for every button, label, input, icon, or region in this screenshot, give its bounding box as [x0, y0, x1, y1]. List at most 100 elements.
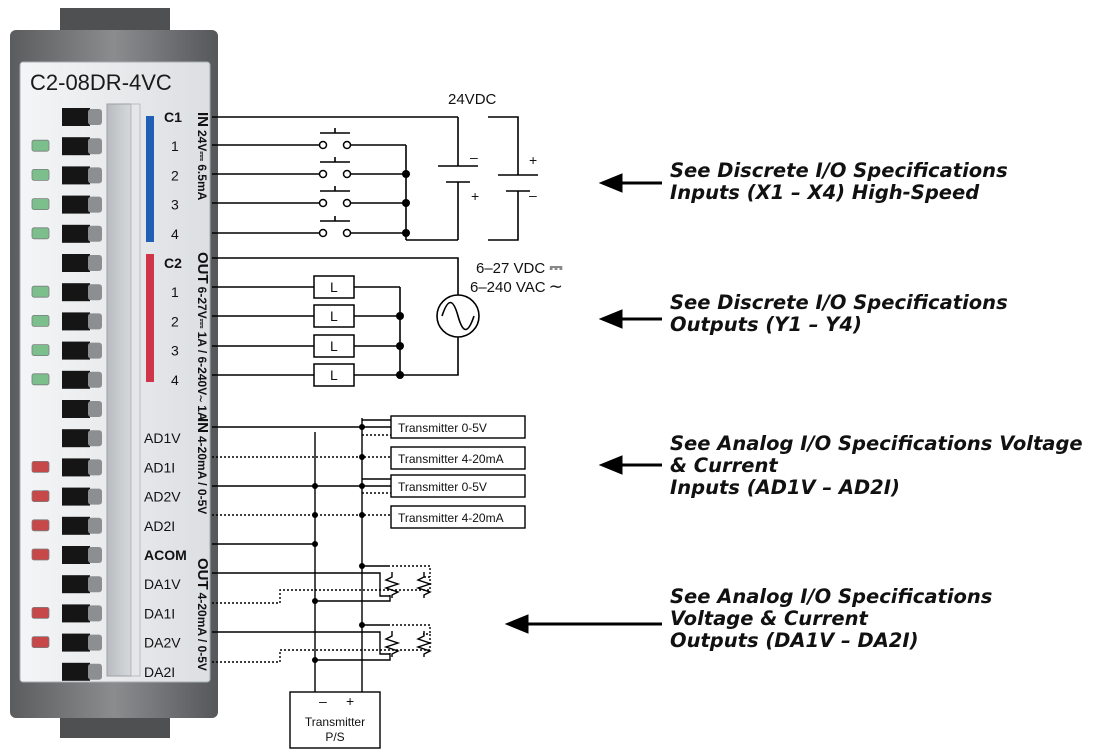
transmitter-label-2: Transmitter 4-20mA — [398, 452, 504, 466]
terminal-label: 3 — [171, 197, 179, 213]
terminal-screw — [62, 458, 102, 477]
terminal-screw — [62, 546, 102, 564]
ps-plus: + — [346, 693, 354, 709]
output-rating-label: OUT6-27V⎓ 1A / 6-240V∼ 1A — [194, 252, 211, 421]
terminal-screw — [62, 195, 102, 214]
terminal-screw — [62, 283, 102, 302]
terminal-screw — [62, 108, 102, 126]
input-color-bar — [146, 116, 154, 242]
terminal-screw — [62, 254, 102, 272]
din-clip-top — [60, 8, 170, 34]
analog-output-rating-label: OUT4-20mA / 0-5V — [194, 558, 211, 671]
terminal-block — [62, 108, 102, 681]
terminal-cover — [106, 103, 132, 677]
status-led — [31, 285, 50, 298]
terminal-screw — [62, 341, 102, 360]
ac-source-symbol — [436, 294, 480, 338]
terminal-label: 2 — [171, 167, 179, 183]
terminal-label: AD2V — [144, 489, 181, 505]
load-label-3: L — [330, 338, 338, 354]
status-led — [31, 168, 50, 181]
terminal-label: DA2V — [144, 635, 181, 651]
output-supply-ac: 6–240 VAC∼ — [470, 277, 563, 296]
input-supply-label: 24VDC — [448, 91, 497, 108]
discrete-output-wiring — [212, 257, 459, 376]
input-junction-dots — [402, 170, 410, 237]
terminal-label: AD1V — [144, 430, 181, 446]
analog-input-rating-label: IN4-20mA / 0-5V — [194, 418, 211, 514]
analog-input-wiring — [212, 419, 391, 545]
transmitter-label-4: Transmitter 4-20mA — [398, 511, 504, 525]
terminal-label: DA1I — [144, 605, 175, 621]
load-boxes — [313, 275, 355, 387]
analog-output-wiring — [212, 418, 391, 705]
status-led — [31, 519, 50, 532]
input-battery2-minus: – — [529, 187, 537, 203]
input-switch-contacts — [318, 140, 352, 238]
input-battery-plus: + — [471, 188, 479, 204]
status-led — [31, 548, 50, 561]
terminal-label: C2 — [164, 255, 182, 271]
terminal-screw — [62, 633, 102, 652]
terminal-label: 1 — [171, 138, 179, 154]
status-led — [31, 314, 50, 327]
status-led — [31, 607, 50, 619]
terminal-label: 1 — [171, 284, 179, 300]
terminal-screw — [62, 429, 102, 448]
transmitter-label-1: Transmitter 0-5V — [398, 421, 487, 435]
status-led — [31, 636, 50, 648]
status-led — [31, 227, 50, 240]
terminal-screw — [62, 604, 102, 623]
discrete-input-spec-note: See Discrete I/O Specifications Inputs (… — [670, 159, 1008, 204]
terminal-screw — [62, 370, 102, 389]
terminal-label: 2 — [171, 313, 179, 329]
terminal-screw — [62, 224, 102, 243]
terminal-screw — [62, 662, 102, 681]
input-battery2-plus: + — [529, 152, 537, 168]
input-rating-label: IN24V⎓ 6.5mA — [194, 112, 211, 201]
terminal-label: AD1I — [144, 459, 175, 475]
terminal-label: DA1V — [144, 576, 181, 592]
resistors — [383, 572, 433, 657]
analog-output-spec-note: See Analog I/O Specifications Voltage & … — [670, 585, 993, 652]
output-color-bar — [146, 254, 154, 382]
terminal-labels: C11234C21234AD1VAD1IAD2VAD2IACOMDA1VDA1I… — [144, 109, 187, 680]
status-led — [31, 460, 50, 473]
terminal-screw — [62, 312, 102, 331]
transmitter-ps-box — [289, 691, 381, 749]
output-supply-dc: 6–27 VDC⎓ — [476, 258, 563, 277]
status-led — [31, 373, 50, 386]
terminal-label: ACOM — [144, 547, 187, 563]
load-label-4: L — [330, 367, 338, 383]
terminal-screw — [62, 487, 102, 506]
terminal-label: AD2I — [144, 518, 175, 534]
load-label-2: L — [330, 308, 338, 324]
led-column — [31, 139, 50, 648]
input-battery-minus: – — [470, 149, 478, 165]
transmitter-label-3: Transmitter 0-5V — [398, 480, 487, 494]
terminal-label: DA2I — [144, 664, 175, 680]
analog-input-spec-note: See Analog I/O Specifications Voltage & … — [670, 432, 1083, 499]
module-model: C2-08DR-4VC — [30, 70, 172, 95]
terminal-label: 4 — [171, 372, 179, 388]
ps-label-1: Transmitter — [305, 715, 365, 729]
ps-label-2: P/S — [325, 730, 344, 744]
terminal-label: 4 — [171, 226, 179, 242]
terminal-screw — [62, 575, 102, 594]
terminal-screw — [62, 166, 102, 185]
output-junction-dots — [396, 312, 404, 379]
transmitter-boxes — [390, 415, 526, 529]
discrete-output-spec-note: See Discrete I/O Specifications Outputs … — [670, 291, 1008, 336]
terminal-label: C1 — [164, 109, 182, 125]
status-led — [31, 139, 50, 152]
terminal-screw — [62, 400, 102, 418]
load-label-1: L — [330, 279, 338, 295]
terminal-screw — [62, 516, 102, 535]
discrete-input-wiring — [212, 116, 538, 241]
status-led — [31, 490, 50, 503]
pointer-arrows — [504, 173, 662, 634]
analog-junction-dots — [312, 424, 365, 663]
terminal-label: 3 — [171, 343, 179, 359]
ps-minus: – — [319, 693, 327, 709]
